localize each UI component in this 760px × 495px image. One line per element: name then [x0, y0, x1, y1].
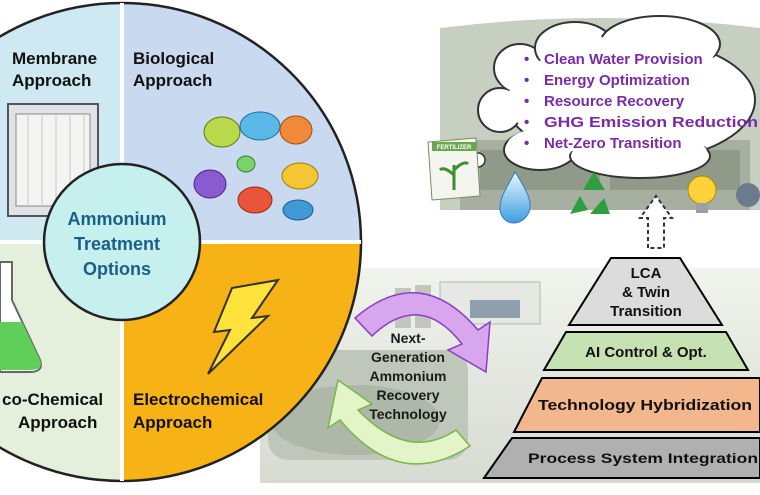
- physico-label-1: co-Chemical: [2, 390, 103, 409]
- membrane-label-1: Membrane: [12, 49, 97, 68]
- recycle-icon: [570, 172, 610, 214]
- pyramid-level-tech-label: Technology Hybridization: [538, 397, 752, 414]
- center-line-2: Treatment: [74, 234, 160, 254]
- microbes-icon: [193, 111, 319, 221]
- electro-label-1: Electrochemical: [133, 390, 263, 409]
- electro-label-2: Approach: [133, 413, 212, 432]
- pyramid-level-process: [482, 437, 760, 479]
- cycle-arrow-purple: [353, 291, 491, 374]
- center-circle: [42, 162, 202, 322]
- biological-label-2: Approach: [133, 71, 212, 90]
- membrane-module-icon: [7, 103, 99, 217]
- pyramid-top: [567, 257, 724, 326]
- co2-cloud-icon: [736, 183, 760, 207]
- pyramid-top-line-3: Transition: [610, 303, 682, 320]
- cycle-arrows: Next- Generation Ammonium Recovery Techn…: [326, 291, 491, 465]
- cloud-item-ghg: GHG Emission Reduction: [544, 114, 758, 131]
- biological-label-1: Biological: [133, 49, 214, 68]
- fertilizer-bag-icon: FERTILIZER: [427, 137, 481, 201]
- flask-icon: [0, 261, 42, 373]
- pyramid-level-ai: [542, 331, 750, 371]
- fertilizer-label: FERTILIZER: [437, 145, 472, 151]
- cycle-line-3: Ammonium: [370, 368, 447, 384]
- pyramid-level-ai-label: AI Control & Opt.: [585, 344, 707, 361]
- lightning-icon: [207, 278, 281, 375]
- quadrant-electrochemical: [122, 242, 361, 481]
- cycle-arrow-green: [326, 378, 472, 465]
- pyramid-top-line-1: LCA: [631, 265, 662, 282]
- cloud-item-energy: Energy Optimization: [544, 72, 690, 89]
- cloud-bullet: •: [524, 114, 529, 131]
- treatment-wheel: Ammonium Treatment Options Membrane Appr…: [0, 1, 363, 483]
- cycle-line-4: Recovery: [376, 387, 439, 403]
- cloud-bullet: •: [524, 135, 529, 152]
- cloud-bullet: •: [524, 51, 529, 68]
- cloud-item-net-zero: Net-Zero Transition: [544, 135, 682, 152]
- center-line-3: Options: [83, 259, 151, 279]
- pyramid-level-process-label: Process System Integration: [528, 450, 758, 466]
- pyramid-top-line-2: & Twin: [622, 284, 670, 301]
- cloud-bullet: •: [524, 93, 529, 110]
- upward-arrow: [638, 194, 674, 249]
- center-line-1: Ammonium: [68, 209, 167, 229]
- physico-label-2: Approach: [18, 413, 97, 432]
- water-drop-icon: [499, 170, 531, 224]
- cycle-line-2: Generation: [371, 349, 445, 365]
- membrane-label-2: Approach: [12, 71, 91, 90]
- pyramid: LCA & Twin Transition AI Control & Opt. …: [482, 257, 760, 479]
- cloud-bullet: •: [524, 72, 529, 89]
- cloud-item-clean-water: Clean Water Provision: [544, 51, 703, 68]
- benefits-cloud: • Clean Water Provision • Energy Optimiz…: [456, 15, 758, 184]
- cycle-line-5: Technology: [369, 406, 447, 422]
- pyramid-level-tech: [512, 377, 760, 433]
- cycle-line-1: Next-: [390, 330, 425, 346]
- cloud-item-resource: Resource Recovery: [544, 93, 685, 110]
- light-bulb-icon: [687, 175, 717, 213]
- benefits-list: • Clean Water Provision • Energy Optimiz…: [524, 51, 758, 152]
